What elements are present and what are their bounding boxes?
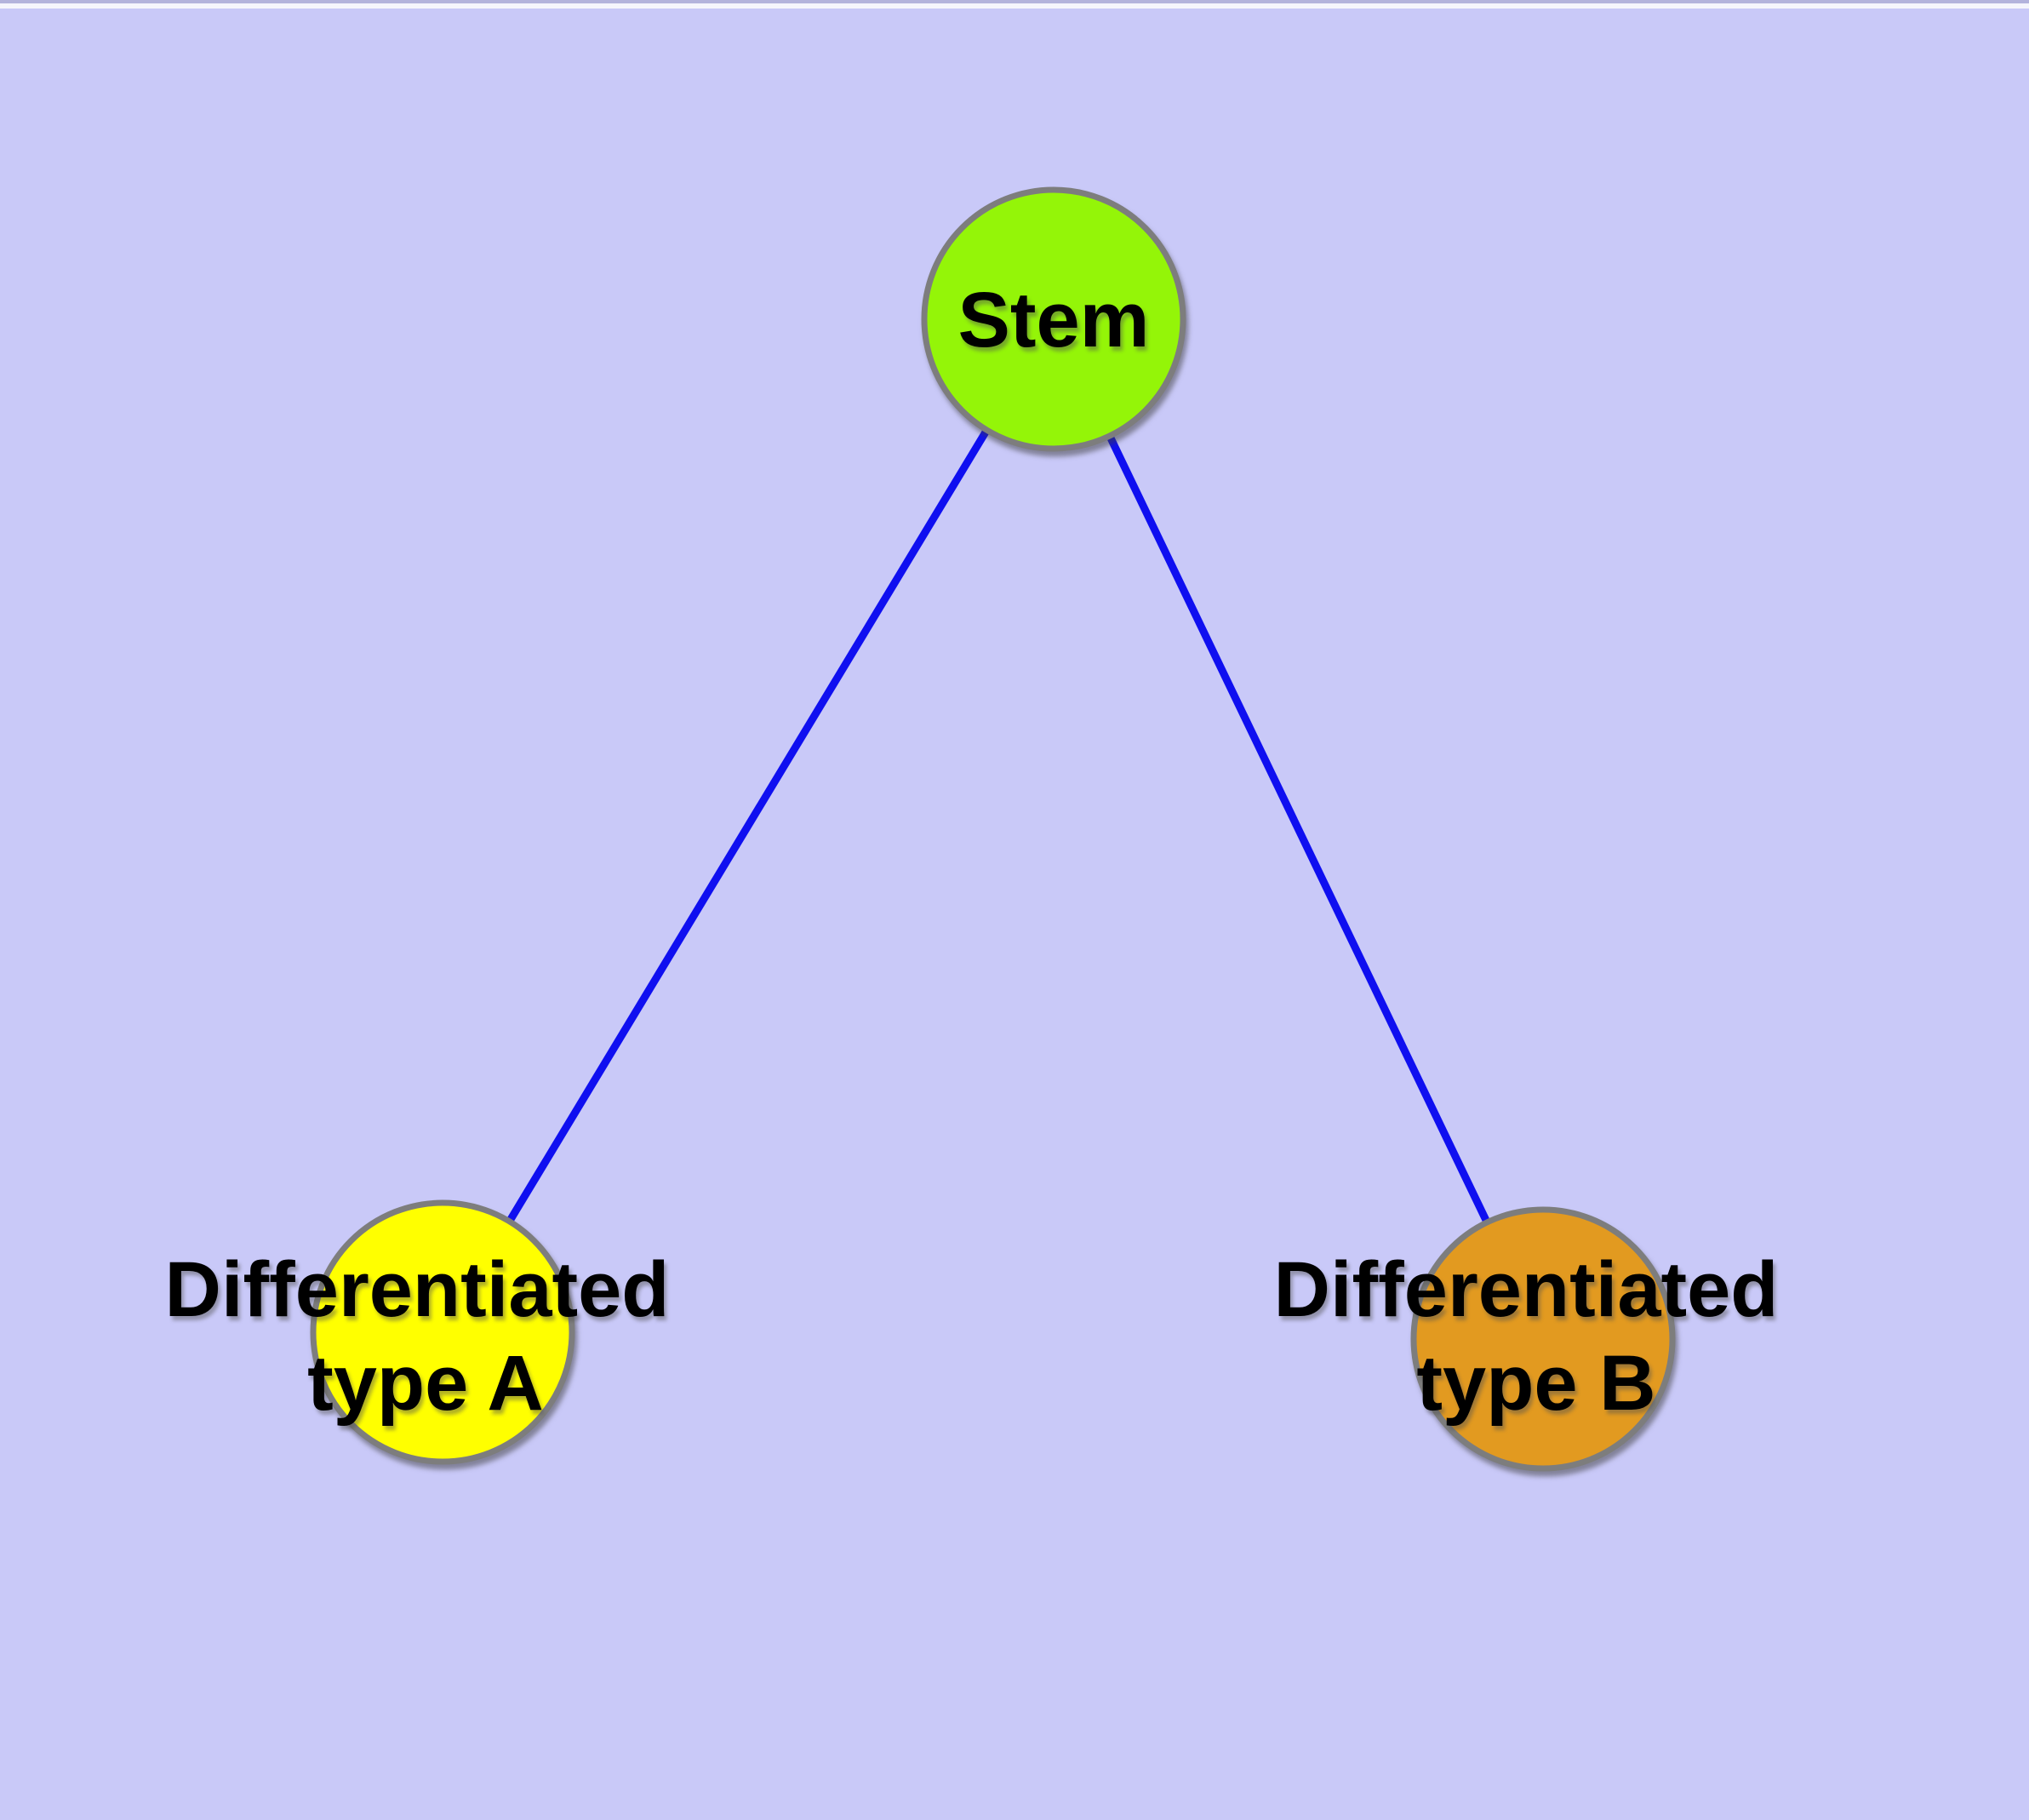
node-type-a-label-line-2: type A xyxy=(307,1340,544,1427)
node-type-a[interactable] xyxy=(310,1199,575,1465)
edge-stem-to-type-a xyxy=(439,317,1057,1335)
node-stem[interactable] xyxy=(921,186,1186,452)
node-type-a-label-line-1: Differentiated xyxy=(165,1246,670,1333)
node-type-b[interactable] xyxy=(1410,1206,1676,1472)
node-stem-label: Stem xyxy=(958,277,1150,363)
node-type-b-label-line-1: Differentiated xyxy=(1274,1246,1779,1333)
node-type-b-label-line-2: type B xyxy=(1416,1340,1655,1427)
top-edge-inner-strip xyxy=(0,3,2029,9)
edge-stem-to-type-b xyxy=(1049,318,1547,1341)
top-edge-outer-strip xyxy=(0,0,2029,3)
